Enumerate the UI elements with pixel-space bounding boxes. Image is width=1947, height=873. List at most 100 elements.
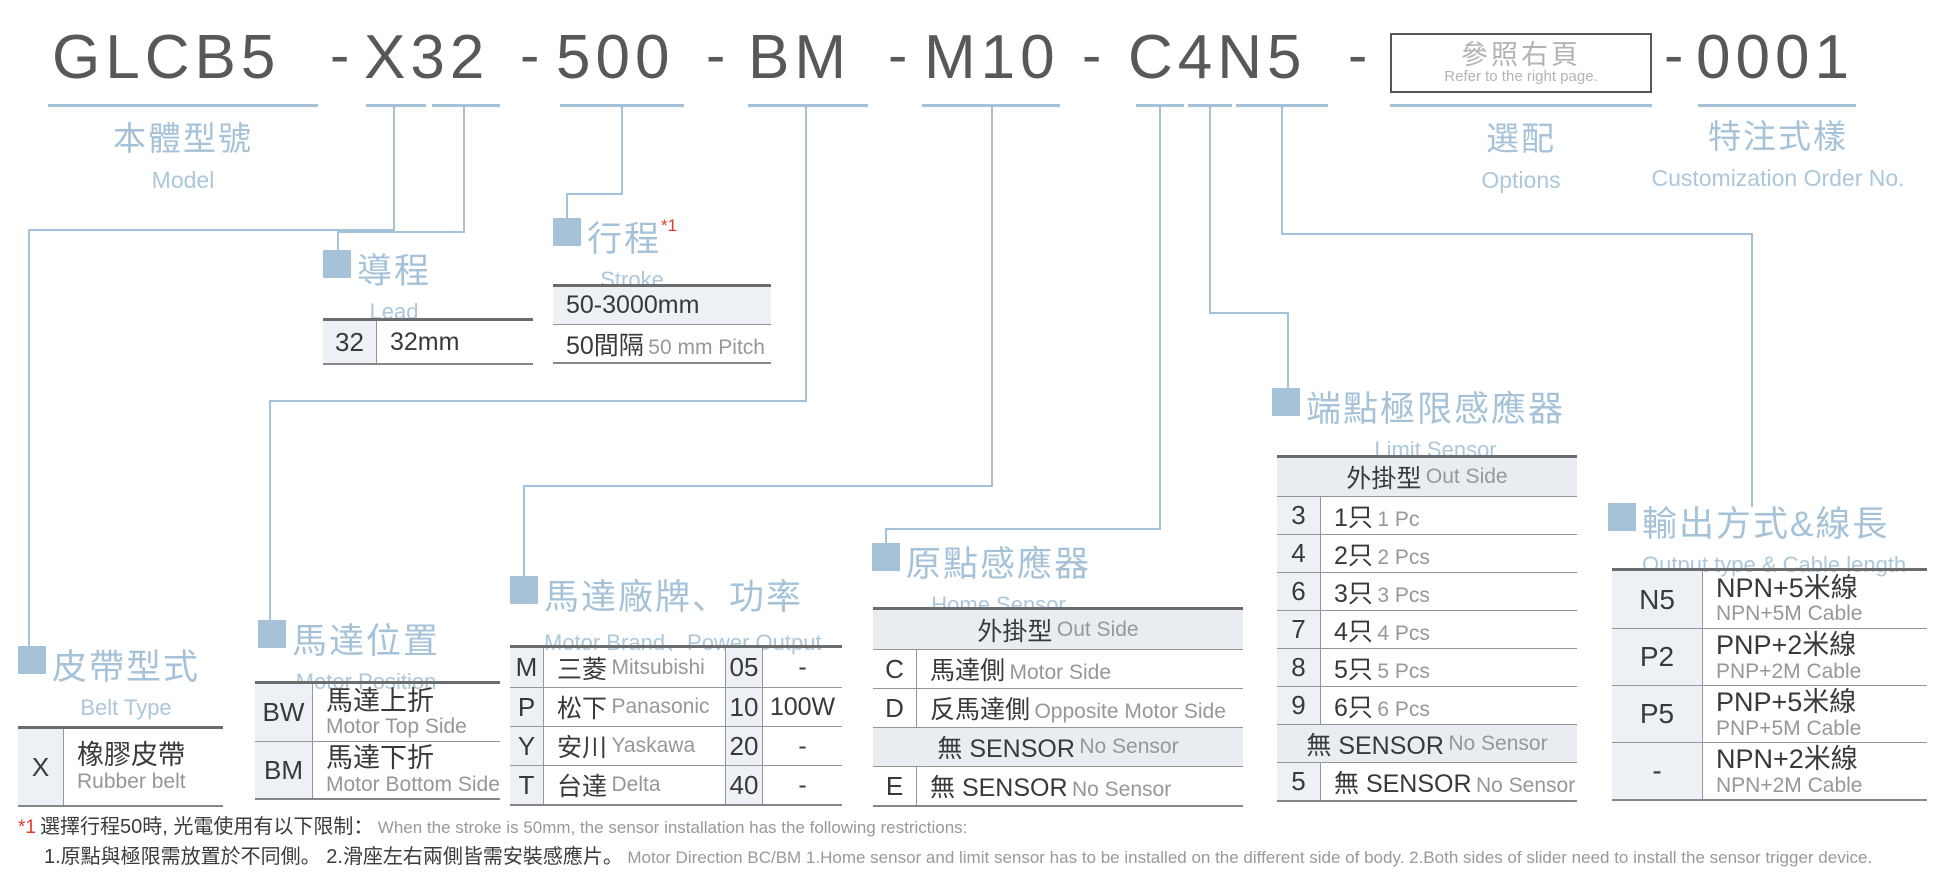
dash: - bbox=[1348, 23, 1368, 88]
code-segment-serial: 0001 bbox=[1696, 23, 1854, 92]
home-sensor-value: 反馬達側 Opposite Motor Side bbox=[917, 690, 1226, 726]
table-row: 9 6只 6 Pcs bbox=[1277, 686, 1577, 724]
table-row: 3 1只 1 Pc bbox=[1277, 496, 1577, 534]
stroke-table: 50-3000mm 50間隔 50 mm Pitch bbox=[553, 284, 771, 364]
header-en: Out Side bbox=[1056, 617, 1139, 641]
limit-sensor-en: 6 Pcs bbox=[1377, 697, 1430, 721]
power-code: 20 bbox=[726, 727, 763, 765]
belt-value-en: Rubber belt bbox=[77, 769, 186, 793]
table-row: P2 PNP+2米線 PNP+2M Cable bbox=[1612, 628, 1927, 685]
section-title-stroke: 行程*1 Stroke bbox=[553, 211, 677, 293]
output-zh: NPN+2米線 bbox=[1716, 744, 1858, 775]
output-zh: NPN+5米線 bbox=[1716, 572, 1858, 603]
label-customization: 特注式樣 Customization Order No. bbox=[1648, 110, 1908, 192]
limit-sensor-code: 5 bbox=[1277, 763, 1321, 800]
belt-title-zh: 皮帶型式 bbox=[52, 648, 201, 687]
limit-sensor-zh: 4只 bbox=[1334, 617, 1373, 646]
table-row: P 松下 Panasonic 10 100W bbox=[510, 687, 842, 726]
footnote-line-2: 1.原點與極限需放置於不同側。 2.滑座左右兩側皆需安裝感應片。 Motor D… bbox=[44, 840, 1872, 869]
limit-sensor-zh: 6只 bbox=[1334, 693, 1373, 722]
brand-code: Y bbox=[510, 727, 544, 765]
limit-sensor-code: 8 bbox=[1277, 649, 1321, 686]
label-customization-en: Customization Order No. bbox=[1651, 165, 1905, 191]
home-sensor-zh: 無 SENSOR bbox=[930, 774, 1068, 802]
stroke-pitch-en: 50 mm Pitch bbox=[648, 335, 765, 359]
home-sensor-title-zh: 原點感應器 bbox=[906, 545, 1092, 584]
underline-options bbox=[1390, 104, 1652, 107]
motor-brand-title-en: Motor Brand、Power Output bbox=[544, 630, 822, 655]
section-title-home-sensor: 原點感應器 Home Sensor bbox=[872, 536, 1091, 618]
table-row: E 無 SENSOR No Sensor bbox=[873, 766, 1243, 805]
footnote-ref: *1 bbox=[18, 817, 36, 838]
underline-stroke bbox=[560, 104, 684, 107]
brand-name: 三菱 Mitsubishi bbox=[544, 648, 726, 687]
table-row: T 台達 Delta 40 - bbox=[510, 765, 842, 804]
dash: - bbox=[1082, 23, 1102, 88]
limit-sensor-value: 3只 3 Pcs bbox=[1321, 574, 1430, 610]
output-en: PNP+2M Cable bbox=[1716, 659, 1862, 683]
section-title-lead: 導程 Lead bbox=[323, 243, 431, 325]
brand-code: P bbox=[510, 688, 544, 726]
label-model-zh: 本體型號 bbox=[113, 120, 253, 157]
home-sensor-code: E bbox=[873, 767, 917, 805]
table-header-row: 外掛型 Out Side bbox=[873, 610, 1243, 649]
power-value: 100W bbox=[769, 692, 836, 721]
section-bullet-icon bbox=[323, 250, 351, 278]
table-header-row: 外掛型 Out Side bbox=[1277, 458, 1577, 496]
section-bullet-icon bbox=[553, 218, 581, 246]
limit-sensor-zh: 1只 bbox=[1334, 503, 1373, 532]
power-value: - bbox=[798, 770, 807, 799]
table-row: 7 4只 4 Pcs bbox=[1277, 610, 1577, 648]
connector-line bbox=[337, 231, 465, 233]
lead-code: 32 bbox=[323, 321, 377, 363]
connector-line bbox=[393, 107, 395, 230]
section-bullet-icon bbox=[872, 543, 900, 571]
section-title-limit-sensor: 端點極限感應器 Limit Sensor bbox=[1272, 381, 1565, 463]
connector-line bbox=[1281, 107, 1283, 235]
connector-line bbox=[28, 229, 30, 650]
table-row: 32 32mm bbox=[323, 321, 533, 363]
header-zh: 外掛型 bbox=[1346, 465, 1422, 493]
limit-sensor-value: 4只 4 Pcs bbox=[1321, 612, 1430, 648]
connector-line bbox=[1751, 233, 1753, 507]
connector-line bbox=[1209, 312, 1289, 314]
section-bullet-icon bbox=[258, 620, 286, 648]
belt-code: X bbox=[18, 729, 64, 805]
table-row: BM 馬達下折 Motor Bottom Side bbox=[255, 741, 500, 798]
dash: - bbox=[706, 23, 726, 88]
limit-sensor-zh: 3只 bbox=[1334, 579, 1373, 608]
options-box-zh: 參照右頁 bbox=[1461, 39, 1581, 70]
code-segment-model: GLCB5 bbox=[52, 23, 281, 92]
label-options-en: Options bbox=[1481, 167, 1561, 193]
home-sensor-zh: 反馬達側 bbox=[930, 696, 1031, 724]
motor-position-zh: 馬達下折 bbox=[326, 743, 434, 774]
output-table: N5 NPN+5米線 NPN+5M Cable P2 PNP+2米線 PNP+2… bbox=[1612, 568, 1927, 801]
footnote-line2-zh: 1.原點與極限需放置於不同側。 2.滑座左右兩側皆需安裝感應片。 bbox=[44, 846, 623, 868]
motor-brand-table: M 三菱 Mitsubishi 05 - P 松下 Panasonic 10 1… bbox=[510, 645, 842, 806]
limit-sensor-code: 4 bbox=[1277, 535, 1321, 572]
limit-sensor-en: No Sensor bbox=[1475, 773, 1576, 797]
connector-line bbox=[269, 400, 271, 624]
power-value: - bbox=[798, 653, 807, 681]
connector-line bbox=[1287, 312, 1289, 392]
output-code: P2 bbox=[1612, 629, 1703, 685]
label-customization-zh: 特注式樣 bbox=[1708, 118, 1848, 155]
table-row: N5 NPN+5米線 NPN+5M Cable bbox=[1612, 571, 1927, 628]
connector-line bbox=[1209, 107, 1211, 314]
limit-sensor-value: 1只 1 Pc bbox=[1321, 498, 1419, 534]
connector-line bbox=[621, 107, 623, 195]
underline-motor-position bbox=[748, 104, 868, 107]
connector-line bbox=[269, 400, 807, 402]
motor-position-zh: 馬達上折 bbox=[326, 685, 434, 716]
footnote-line1-en: When the stroke is 50mm, the sensor inst… bbox=[377, 818, 968, 837]
limit-sensor-en: 3 Pcs bbox=[1377, 583, 1430, 607]
table-row: - NPN+2米線 NPN+2M Cable bbox=[1612, 742, 1927, 799]
power-code: 10 bbox=[726, 688, 763, 726]
underline-belt bbox=[366, 104, 426, 107]
home-sensor-en: Opposite Motor Side bbox=[1034, 700, 1226, 723]
connector-line bbox=[991, 107, 993, 487]
header-zh: 無 SENSOR bbox=[937, 735, 1075, 763]
motor-position-code: BM bbox=[255, 742, 313, 798]
stroke-title-zh: 行程*1 bbox=[587, 211, 677, 262]
